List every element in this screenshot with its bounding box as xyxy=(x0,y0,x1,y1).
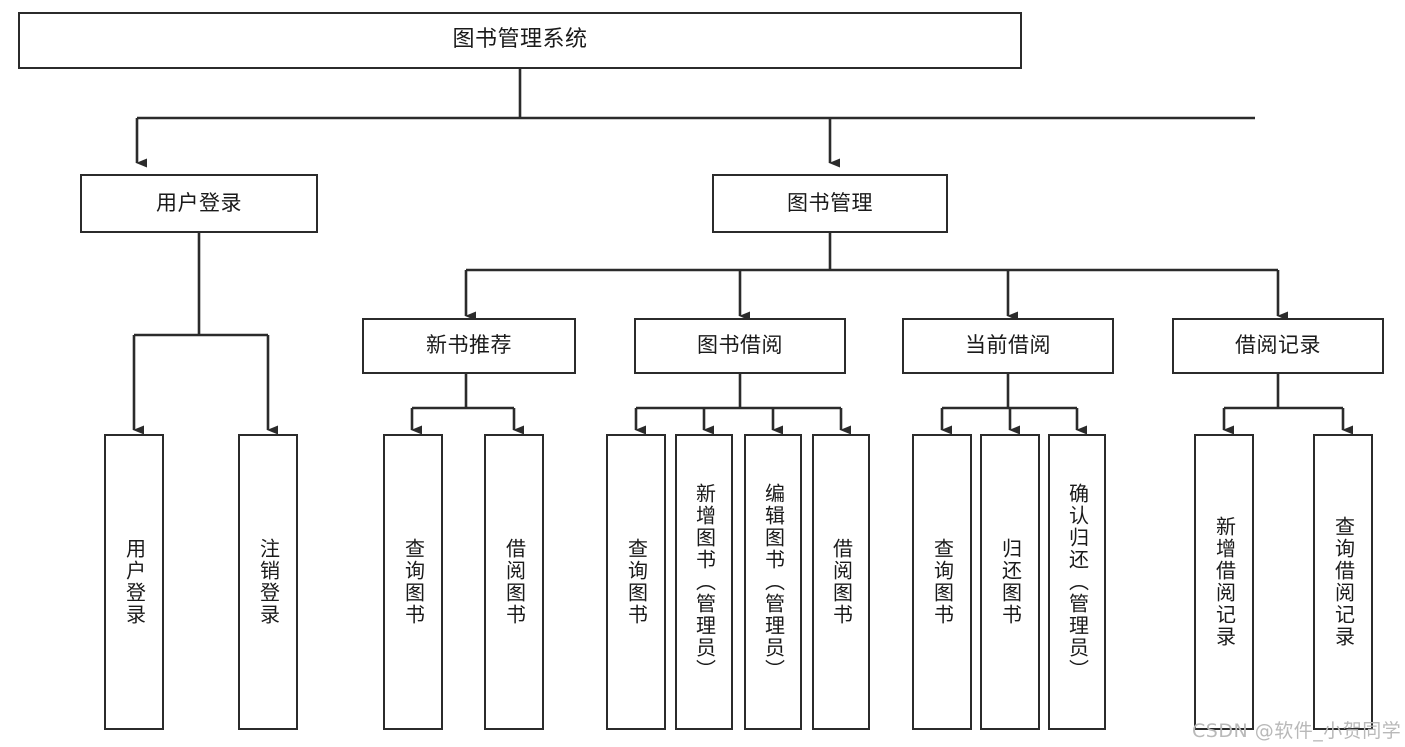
leaf-edit-book-admin[interactable]: 编辑图书（管理员） xyxy=(744,434,802,730)
leaf-borrow-book[interactable]: 借阅图书 xyxy=(812,434,870,730)
leaf-return-book[interactable]: 归还图书 xyxy=(980,434,1040,730)
node-book-management[interactable]: 图书管理 xyxy=(712,174,948,233)
leaf-query-book-current[interactable]: 查询图书 xyxy=(912,434,972,730)
node-label: 图书借阅 xyxy=(697,333,783,358)
node-label: 借阅记录 xyxy=(1235,333,1321,358)
node-label: 编辑图书（管理员） xyxy=(761,483,786,681)
node-label: 借阅图书 xyxy=(502,538,527,626)
leaf-query-borrow-record[interactable]: 查询借阅记录 xyxy=(1313,434,1373,730)
leaf-user-login[interactable]: 用户登录 xyxy=(104,434,164,730)
node-user-login[interactable]: 用户登录 xyxy=(80,174,318,233)
node-label: 注销登录 xyxy=(256,538,281,626)
leaf-query-book-recommend[interactable]: 查询图书 xyxy=(383,434,443,730)
node-label: 归还图书 xyxy=(998,538,1023,626)
leaf-query-book-borrow[interactable]: 查询图书 xyxy=(606,434,666,730)
node-label: 确认归还（管理员） xyxy=(1065,483,1090,681)
node-label: 图书管理系统 xyxy=(452,27,588,53)
node-label: 新书推荐 xyxy=(426,333,512,358)
leaf-logout[interactable]: 注销登录 xyxy=(238,434,298,730)
leaf-add-borrow-record[interactable]: 新增借阅记录 xyxy=(1194,434,1254,730)
leaf-confirm-return-admin[interactable]: 确认归还（管理员） xyxy=(1048,434,1106,730)
node-new-book-recommend[interactable]: 新书推荐 xyxy=(362,318,576,374)
node-label: 图书管理 xyxy=(787,190,873,215)
csdn-watermark: CSDN @软件_小贺同学 xyxy=(1192,716,1401,743)
node-label: 查询图书 xyxy=(401,538,426,626)
node-book-borrow[interactable]: 图书借阅 xyxy=(634,318,846,374)
node-current-borrow[interactable]: 当前借阅 xyxy=(902,318,1114,374)
watermark-text: CSDN @软件_小贺同学 xyxy=(1192,720,1402,742)
leaf-add-book-admin[interactable]: 新增图书（管理员） xyxy=(675,434,733,730)
leaf-borrow-book-recommend[interactable]: 借阅图书 xyxy=(484,434,544,730)
node-label: 当前借阅 xyxy=(965,333,1051,358)
node-label: 新增图书（管理员） xyxy=(692,483,717,681)
node-label: 新增借阅记录 xyxy=(1212,516,1237,648)
node-label: 查询图书 xyxy=(624,538,649,626)
node-label: 查询借阅记录 xyxy=(1331,516,1356,648)
node-root-system[interactable]: 图书管理系统 xyxy=(18,12,1022,69)
node-label: 借阅图书 xyxy=(829,538,854,626)
node-label: 用户登录 xyxy=(122,538,147,626)
node-label: 用户登录 xyxy=(156,190,242,215)
node-label: 查询图书 xyxy=(930,538,955,626)
node-borrow-records[interactable]: 借阅记录 xyxy=(1172,318,1384,374)
